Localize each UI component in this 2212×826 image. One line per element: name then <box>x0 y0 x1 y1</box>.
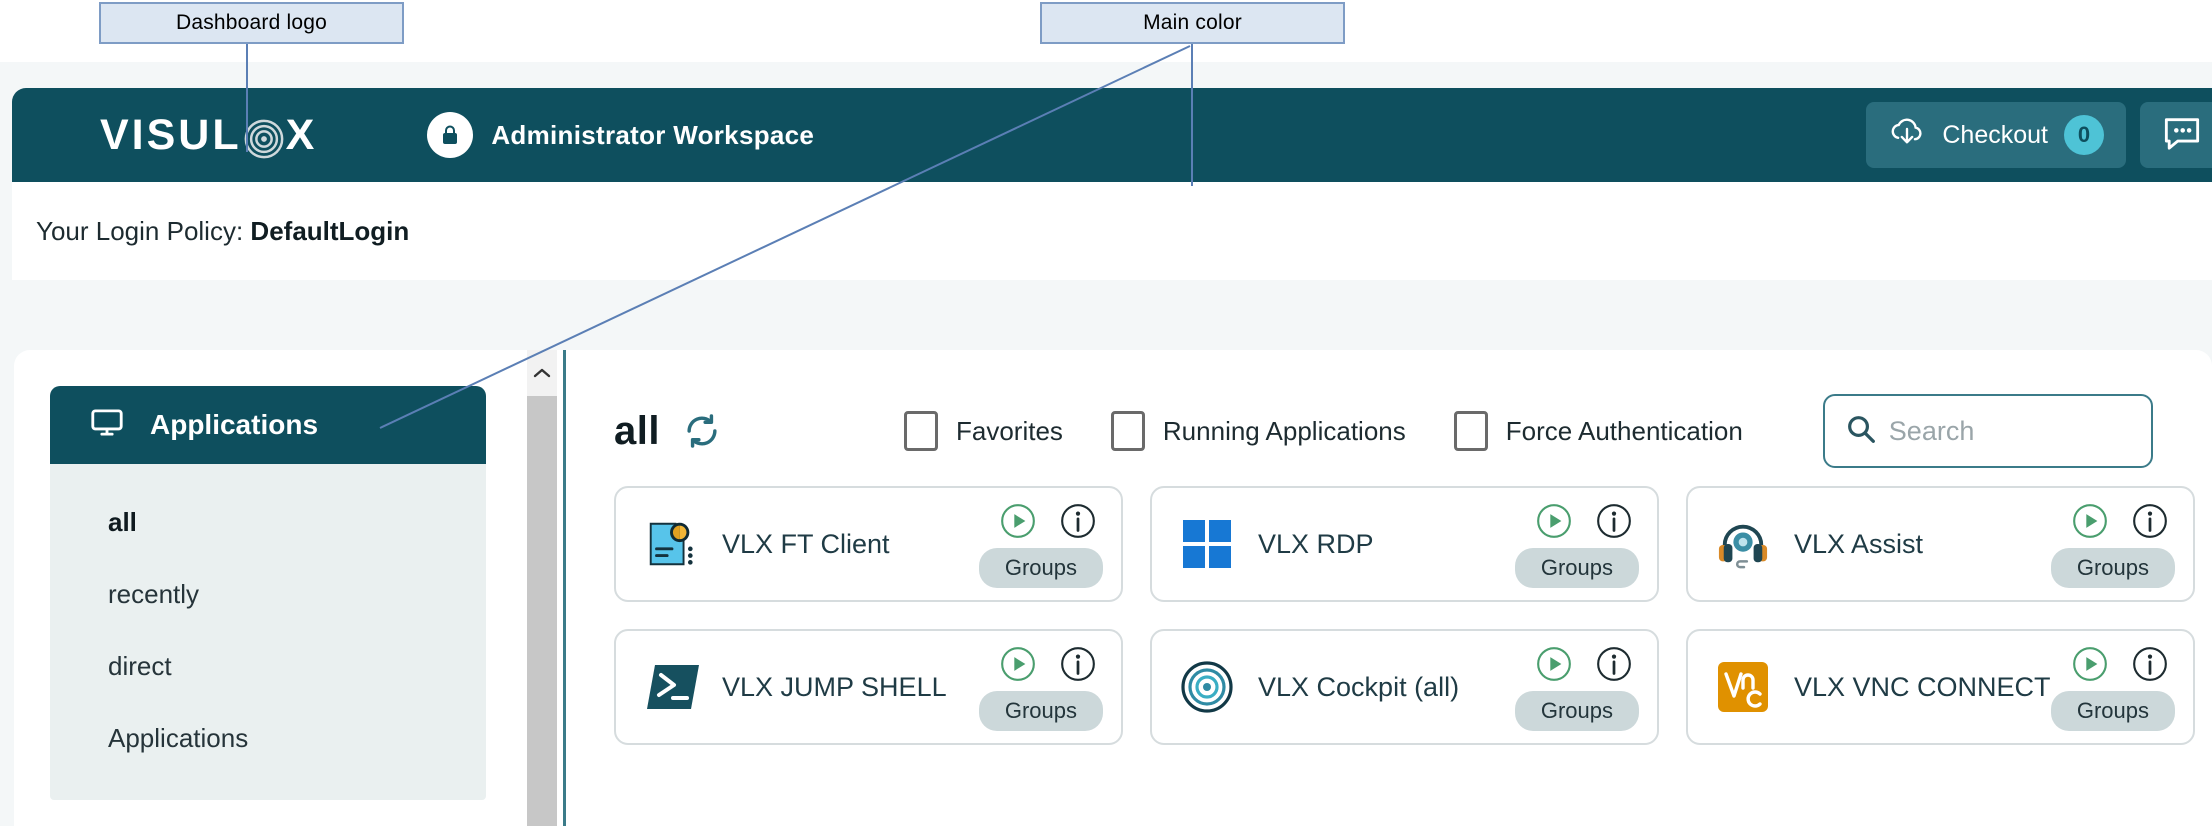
play-icon[interactable] <box>999 502 1037 540</box>
checkbox-favorites[interactable]: Favorites <box>903 411 1063 451</box>
chevron-up-icon[interactable] <box>527 350 557 396</box>
vnc-icon <box>1714 658 1772 716</box>
lock-icon <box>427 112 474 158</box>
application-grid: VLX FT Client <box>579 466 2212 745</box>
checkbox-box[interactable] <box>1453 411 1488 451</box>
play-icon[interactable] <box>2071 645 2109 683</box>
app-card[interactable]: VLX Assist <box>1686 486 2195 602</box>
app-card-actions <box>999 502 1097 540</box>
annotation-label: Main color <box>1143 11 1242 34</box>
content-divider <box>563 350 566 826</box>
sidebar-submenu: all recently direct Applications <box>50 464 486 800</box>
content-shell: Applications all recently direct Applica… <box>14 350 2212 826</box>
play-icon[interactable] <box>2071 502 2109 540</box>
brand-logo[interactable]: VISUL X <box>100 111 317 160</box>
checkbox-label: Running Applications <box>1162 415 1406 446</box>
checkbox-box[interactable] <box>903 411 938 451</box>
login-policy-text: Your Login Policy: DefaultLogin <box>36 216 409 247</box>
groups-button[interactable]: Groups <box>2050 548 2175 588</box>
section-title: all <box>614 408 660 453</box>
annotation-main-color: Main color <box>1040 2 1345 44</box>
groups-button[interactable]: Groups <box>1514 548 1639 588</box>
sidebar-subitem-recently[interactable]: recently <box>108 578 200 609</box>
powershell-icon <box>642 658 700 716</box>
search-icon <box>1845 413 1877 450</box>
play-icon[interactable] <box>999 645 1037 683</box>
checkout-count-badge: 0 <box>2064 115 2104 155</box>
main-content: all Favorites Running Applic <box>579 350 2212 826</box>
info-icon[interactable] <box>1595 645 1633 683</box>
filter-bar: all Favorites Running Applic <box>579 350 2212 468</box>
chat-button[interactable] <box>2140 102 2212 168</box>
sidebar: Applications all recently direct Applica… <box>50 386 486 826</box>
play-icon[interactable] <box>1535 502 1573 540</box>
spiral-icon <box>243 118 285 160</box>
login-policy-bar: Your Login Policy: DefaultLogin <box>12 182 2212 280</box>
info-icon[interactable] <box>2131 645 2169 683</box>
annotation-label: Dashboard logo <box>175 11 328 34</box>
app-card-name: VLX FT Client <box>722 528 890 559</box>
groups-button[interactable]: Groups <box>1514 691 1639 731</box>
chat-bubble-icon <box>2162 114 2202 156</box>
app-card[interactable]: VLX Cockpit (all) <box>1150 629 1659 745</box>
search-input[interactable]: Search <box>1822 394 2153 468</box>
logo-text-right: X <box>285 110 318 159</box>
refresh-icon[interactable] <box>682 411 722 451</box>
login-policy-prefix: Your Login Policy: <box>36 215 244 246</box>
cloud-download-icon <box>1888 116 1926 154</box>
sidebar-scrollbar[interactable] <box>527 350 557 826</box>
info-icon[interactable] <box>2131 502 2169 540</box>
app-card-name: VLX RDP <box>1258 528 1374 559</box>
monitor-icon <box>90 407 124 443</box>
groups-button[interactable]: Groups <box>978 548 1103 588</box>
app-card[interactable]: VLX JUMP SHELL <box>614 629 1123 745</box>
app-card-name: VLX JUMP SHELL <box>722 671 947 702</box>
app-card-actions <box>1535 502 1633 540</box>
header-actions: Checkout 0 <box>1866 102 2212 168</box>
info-icon[interactable] <box>1595 502 1633 540</box>
app-card-name: VLX VNC CONNECT <box>1794 671 2051 702</box>
checkbox-label: Favorites <box>955 415 1063 446</box>
play-icon[interactable] <box>1535 645 1573 683</box>
app-card[interactable]: VLX FT Client <box>614 486 1123 602</box>
checkbox-force-authentication[interactable]: Force Authentication <box>1453 411 1743 451</box>
page-title: Administrator Workspace <box>491 119 815 150</box>
app-card-actions <box>2071 645 2169 683</box>
checkbox-label: Force Authentication <box>1505 415 1743 446</box>
ft-client-icon <box>642 515 700 573</box>
checkbox-box[interactable] <box>1110 411 1145 451</box>
app-header: VISUL X <box>12 88 2212 182</box>
app-card-actions <box>999 645 1097 683</box>
info-icon[interactable] <box>1059 502 1097 540</box>
sidebar-item-applications[interactable]: Applications <box>50 386 486 464</box>
app-card-name: VLX Assist <box>1794 528 1924 559</box>
filter-checkboxes: Favorites Running Applications Force Aut… <box>903 394 2153 468</box>
app-card-actions <box>1535 645 1633 683</box>
app-card-actions <box>2071 502 2169 540</box>
checkbox-running-applications[interactable]: Running Applications <box>1110 411 1406 451</box>
logo-text-left: VISUL <box>100 110 242 159</box>
headset-icon <box>1714 515 1772 573</box>
groups-button[interactable]: Groups <box>2050 691 2175 731</box>
login-policy-value: DefaultLogin <box>250 215 410 246</box>
checkout-button[interactable]: Checkout 0 <box>1866 102 2126 168</box>
windows-icon <box>1178 515 1236 573</box>
checkout-label: Checkout <box>1942 120 2048 149</box>
spiral-icon <box>1178 658 1236 716</box>
groups-button[interactable]: Groups <box>978 691 1103 731</box>
sidebar-subitem-direct[interactable]: direct <box>108 650 172 681</box>
app-card[interactable]: VLX RDP <box>1150 486 1659 602</box>
sidebar-subitem-all[interactable]: all <box>108 506 137 537</box>
annotation-dashboard-logo: Dashboard logo <box>99 2 404 44</box>
info-icon[interactable] <box>1059 645 1097 683</box>
sidebar-item-access-policies[interactable]: Access Policies 1 <box>50 814 486 826</box>
sidebar-item-label: Applications <box>150 409 319 440</box>
app-card-name: VLX Cockpit (all) <box>1258 671 1460 702</box>
app-card[interactable]: VLX VNC CONNECT <box>1686 629 2195 745</box>
sidebar-subitem-applications[interactable]: Applications <box>108 722 249 753</box>
search-placeholder: Search <box>1888 415 1975 446</box>
workspace-block: Administrator Workspace <box>427 112 814 158</box>
